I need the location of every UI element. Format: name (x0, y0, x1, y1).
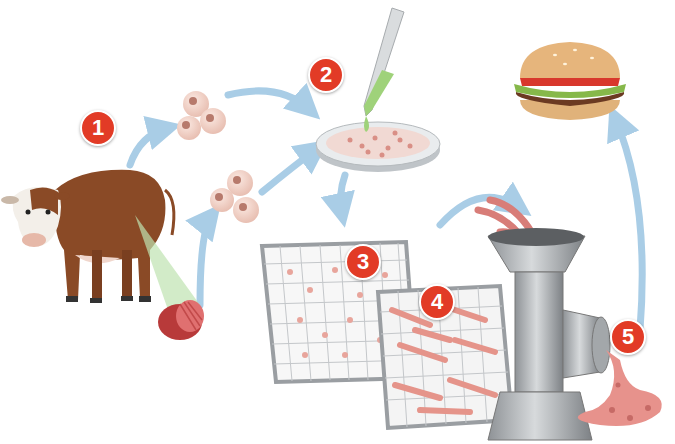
pipette (364, 8, 404, 132)
cells (177, 91, 259, 223)
callout-number: 1 (80, 110, 116, 146)
meat-grinder (488, 228, 610, 440)
callout-number: 5 (610, 319, 646, 355)
callout-number: 2 (308, 57, 344, 93)
callout-number: 4 (419, 284, 455, 320)
muscle-sample (158, 300, 204, 340)
burger (514, 42, 626, 120)
ground-meat (578, 350, 662, 426)
callout-number: 3 (345, 244, 381, 280)
petri-dish (316, 122, 440, 172)
